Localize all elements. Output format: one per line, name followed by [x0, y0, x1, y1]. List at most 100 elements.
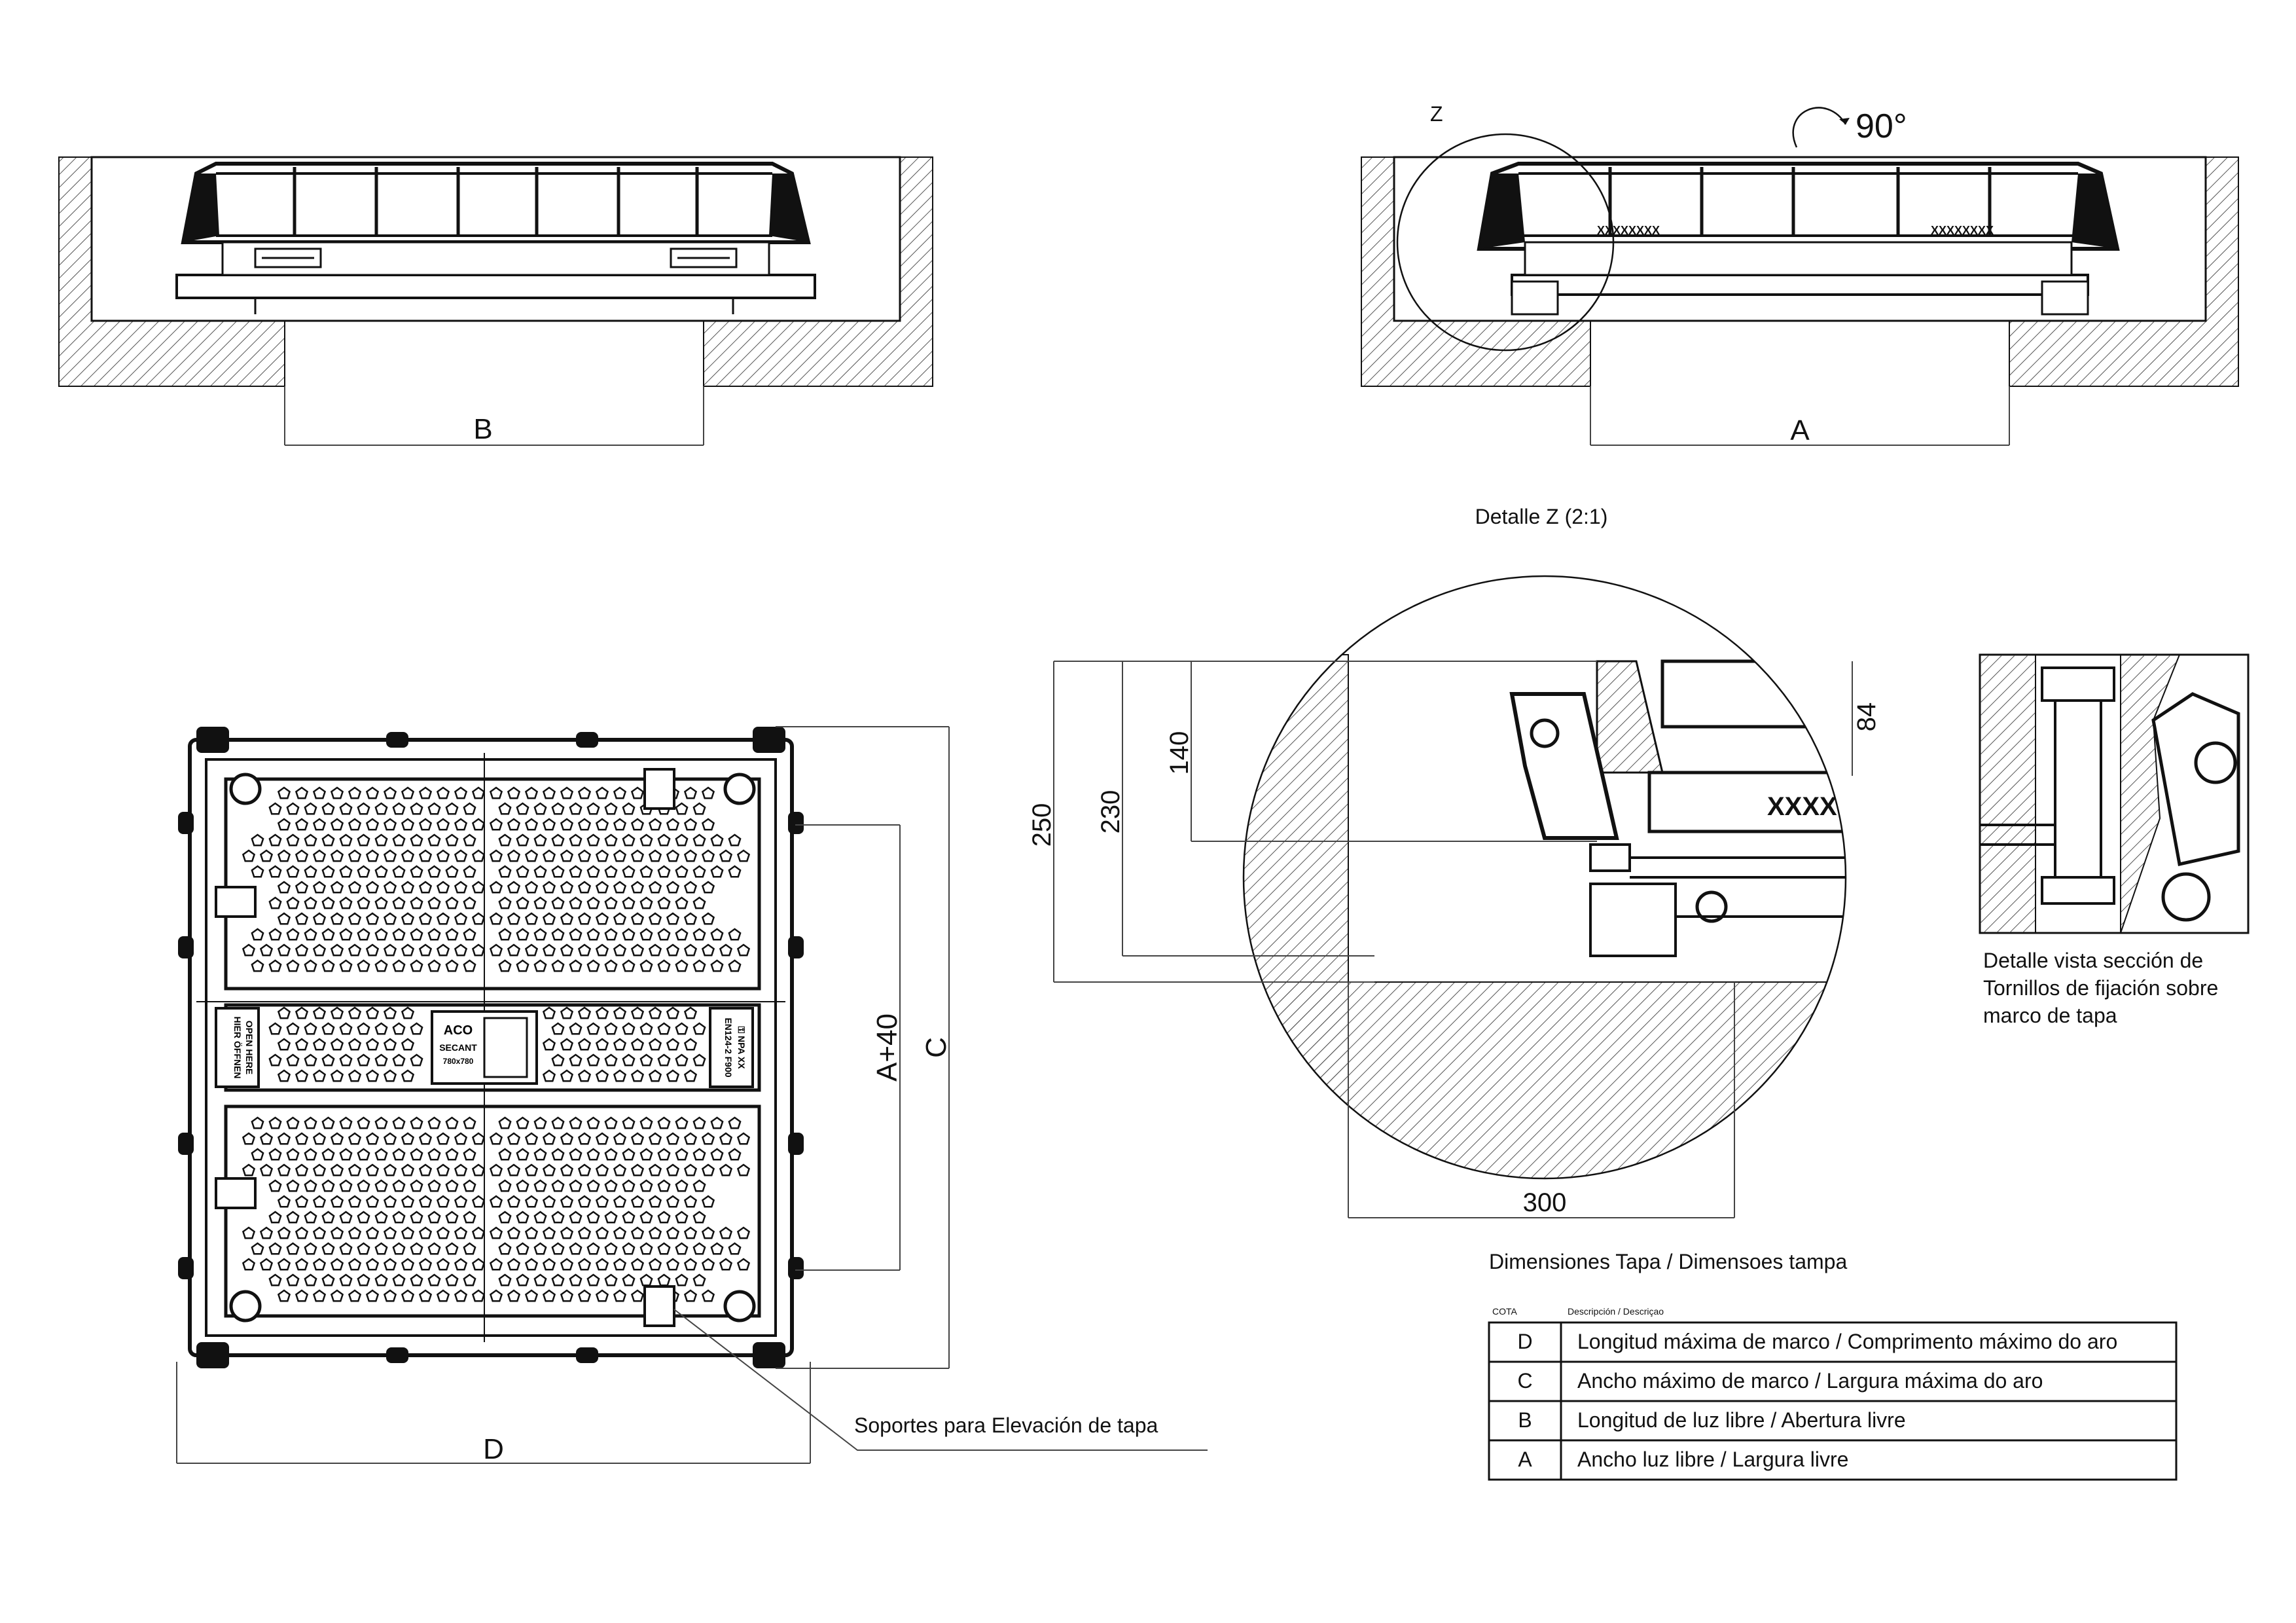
pattern-hole: [586, 1273, 600, 1286]
pattern-hole: [392, 1148, 406, 1161]
pattern-hole: [604, 1148, 618, 1161]
pattern-hole: [365, 786, 380, 799]
pattern-hole: [392, 896, 406, 909]
pattern-hole: [286, 865, 300, 878]
pattern-hole: [586, 802, 600, 815]
pattern-hole: [569, 928, 583, 941]
pattern-hole: [401, 1132, 415, 1145]
pattern-hole: [410, 833, 423, 847]
pattern-hole: [374, 1211, 388, 1224]
pattern-hole: [383, 1132, 397, 1145]
pattern-hole: [330, 786, 344, 799]
pattern-hole: [542, 912, 556, 925]
pattern-hole: [392, 802, 406, 815]
pattern-hole: [304, 928, 317, 941]
pattern-hole: [392, 1116, 406, 1129]
pattern-hole: [392, 959, 406, 972]
pattern-hole: [312, 1195, 327, 1208]
pattern-hole: [630, 1195, 645, 1208]
pattern-hole: [321, 1211, 335, 1224]
pattern-hole: [613, 818, 627, 831]
pattern-hole: [365, 1132, 380, 1145]
pattern-hole: [463, 833, 476, 847]
detail-marker-label: Z: [1430, 102, 1443, 126]
pattern-hole: [304, 1211, 317, 1224]
pattern-hole: [295, 1289, 309, 1302]
pattern-hole: [507, 943, 521, 957]
bolt-caption-line-3: marco de tapa: [1983, 1004, 2117, 1027]
pattern-hole: [683, 943, 698, 957]
pattern-hole: [365, 1195, 380, 1208]
pattern-hole: [339, 1116, 353, 1129]
pattern-hole: [533, 1148, 547, 1161]
pattern-hole: [604, 928, 618, 941]
pattern-hole: [701, 849, 715, 862]
pattern-hole: [622, 1053, 636, 1067]
pattern-hole: [498, 1273, 512, 1286]
pattern-hole: [365, 1163, 380, 1176]
pattern-hole: [357, 896, 370, 909]
pattern-hole: [304, 1053, 317, 1067]
pattern-hole: [586, 865, 600, 878]
pattern-hole: [268, 896, 282, 909]
pattern-hole: [657, 896, 671, 909]
pattern-hole: [339, 928, 353, 941]
pattern-hole: [471, 849, 486, 862]
pattern-hole: [683, 1289, 698, 1302]
pattern-hole: [418, 786, 433, 799]
pattern-hole: [242, 943, 256, 957]
pattern-hole: [312, 818, 327, 831]
pattern-hole: [533, 865, 547, 878]
pattern-hole: [648, 1195, 662, 1208]
pattern-hole: [489, 1163, 503, 1176]
pattern-hole: [728, 1116, 742, 1129]
pattern-hole: [348, 1195, 362, 1208]
pattern-hole: [542, 1258, 556, 1271]
pattern-hole: [304, 959, 317, 972]
pattern-hole: [312, 881, 327, 894]
pattern-hole: [339, 1053, 353, 1067]
pattern-hole: [577, 1195, 592, 1208]
pattern-hole: [410, 928, 423, 941]
pattern-hole: [692, 1273, 706, 1286]
pattern-hole: [595, 1258, 609, 1271]
pattern-hole: [524, 881, 539, 894]
pattern-hole: [728, 1148, 742, 1161]
pattern-hole: [259, 849, 274, 862]
pattern-hole: [551, 928, 565, 941]
pattern-hole: [410, 802, 423, 815]
pattern-hole: [374, 896, 388, 909]
pattern-hole: [577, 1226, 592, 1239]
pattern-hole: [604, 1022, 618, 1035]
pattern-hole: [268, 1179, 282, 1192]
pattern-hole: [268, 1116, 282, 1129]
pattern-hole: [507, 881, 521, 894]
pattern-hole: [418, 1289, 433, 1302]
pattern-hole: [701, 881, 715, 894]
pattern-hole: [259, 1132, 274, 1145]
pattern-hole: [675, 959, 689, 972]
pattern-hole: [295, 1069, 309, 1082]
pattern-hole: [639, 1211, 653, 1224]
pattern-hole: [666, 849, 680, 862]
pattern-hole: [295, 1006, 309, 1019]
pattern-hole: [542, 881, 556, 894]
pattern-hole: [374, 1116, 388, 1129]
pattern-hole: [630, 912, 645, 925]
pattern-hole: [577, 1038, 592, 1051]
pattern-hole: [560, 1289, 574, 1302]
pattern-hole: [675, 1273, 689, 1286]
pattern-hole: [286, 896, 300, 909]
pattern-hole: [648, 1226, 662, 1239]
pattern-hole: [463, 896, 476, 909]
dim-84-label: 84: [1852, 702, 1881, 732]
pattern-hole: [365, 1038, 380, 1051]
pattern-hole: [586, 833, 600, 847]
pattern-hole: [613, 912, 627, 925]
pattern-hole: [648, 1258, 662, 1271]
pattern-hole: [365, 912, 380, 925]
pattern-hole: [692, 928, 706, 941]
pattern-hole: [533, 896, 547, 909]
pattern-hole: [427, 802, 441, 815]
pattern-hole: [304, 1148, 317, 1161]
